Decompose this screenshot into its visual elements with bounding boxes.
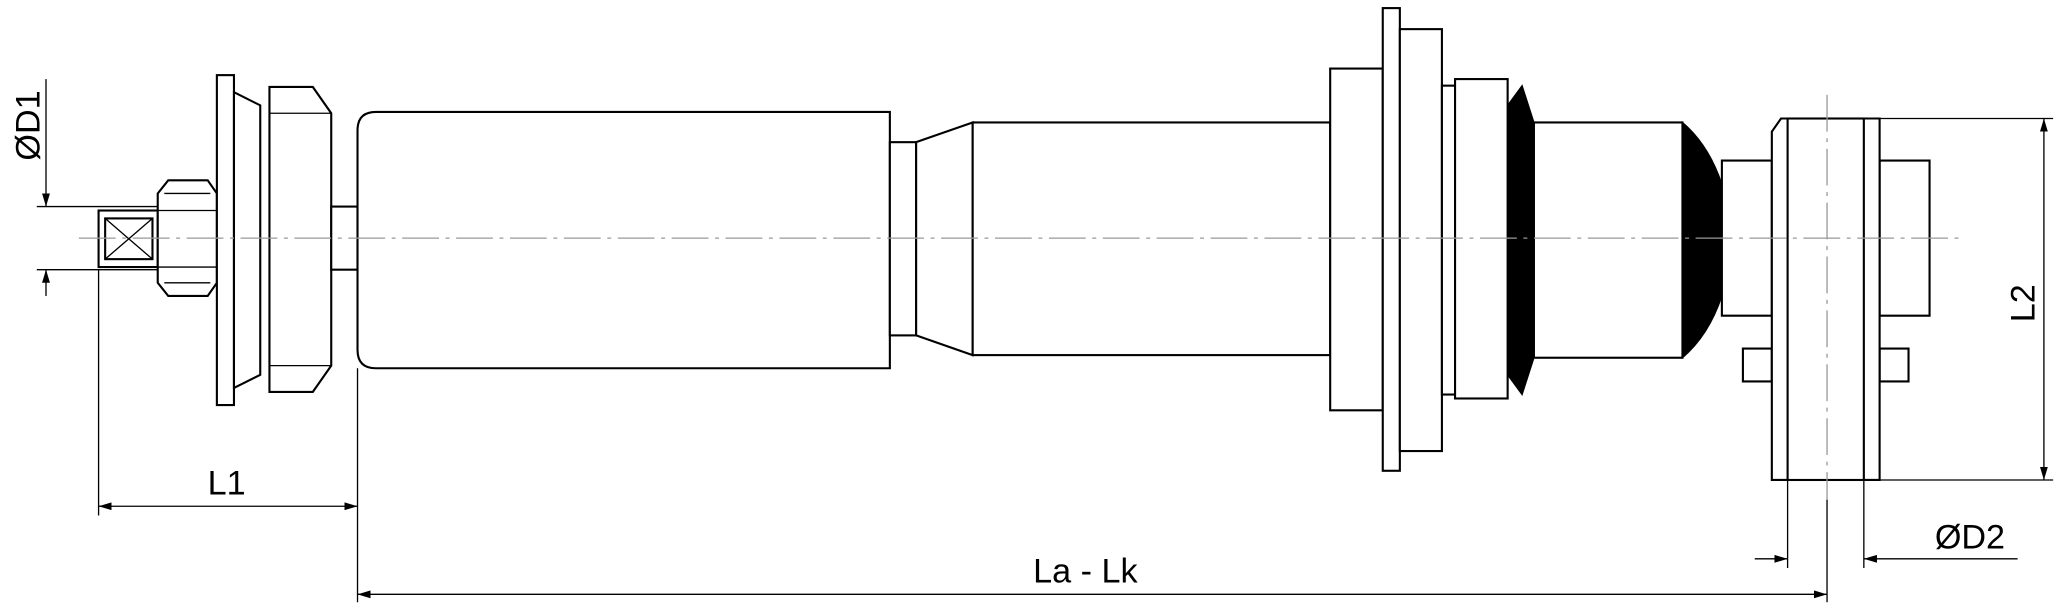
label-d2: ØD2 xyxy=(1935,518,2005,556)
outer-tube xyxy=(356,110,891,370)
lower-tube xyxy=(1532,121,1684,359)
seat-collar xyxy=(1440,84,1457,396)
label-l1: L1 xyxy=(208,464,246,502)
washer-plate xyxy=(215,74,236,407)
eye-bushing xyxy=(1720,117,1931,482)
label-l2: L2 xyxy=(2005,284,2043,322)
dimension-d2: ØD2 xyxy=(1754,479,2018,569)
cone-washer xyxy=(232,90,262,390)
label-la-lk: La - Lk xyxy=(1033,552,1138,590)
rubber-bushing-top xyxy=(268,85,333,393)
spring-seat-disk xyxy=(1381,7,1401,472)
dimension-l1: L1 xyxy=(97,269,359,603)
dimension-l2: L2 xyxy=(1879,117,2054,481)
seat-ring xyxy=(1398,28,1443,453)
label-d1: ØD1 xyxy=(9,90,47,160)
dimension-d1: ØD1 xyxy=(9,79,158,296)
rubber-bumper xyxy=(1506,84,1535,396)
seat-plate xyxy=(1329,67,1384,412)
dimension-la-lk: La - Lk xyxy=(357,499,1828,603)
